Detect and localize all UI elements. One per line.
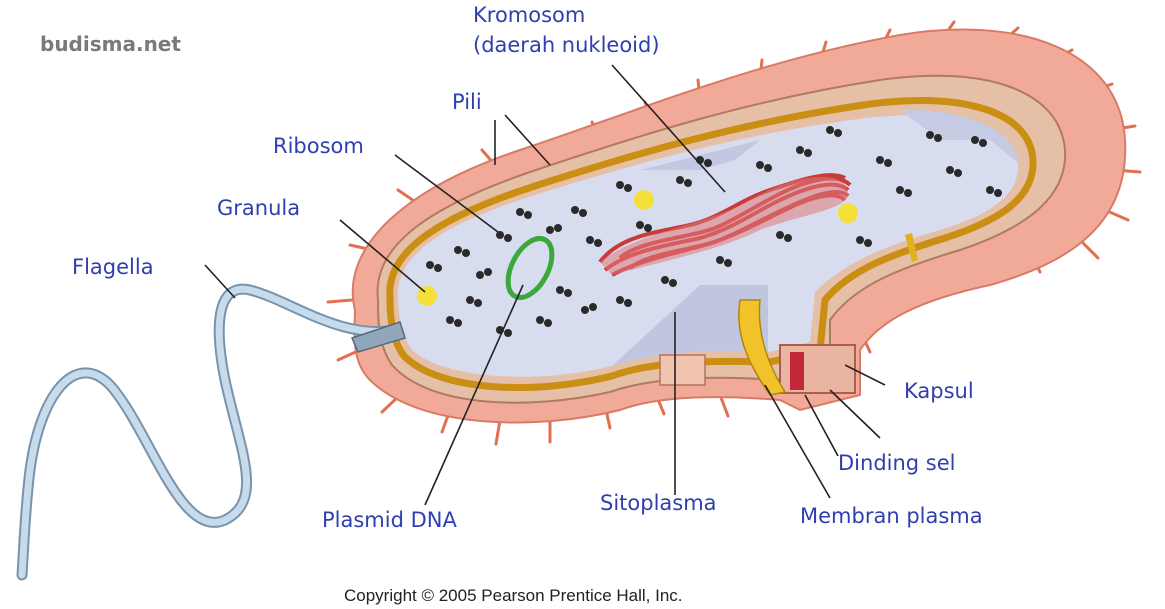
granule-dot — [417, 286, 437, 306]
watermark: budisma.net — [40, 32, 181, 56]
capsule-cross-section — [660, 355, 705, 385]
label-kapsul: Kapsul — [904, 381, 974, 402]
label-plasmid-dna: Plasmid DNA — [322, 510, 457, 531]
granule-dot — [838, 203, 858, 223]
granule-dot — [634, 190, 654, 210]
label-flagella: Flagella — [72, 257, 154, 278]
flagellum-highlight — [22, 289, 395, 575]
label-sitoplasma: Sitoplasma — [600, 493, 717, 514]
wall-stripe — [790, 352, 804, 390]
label-pili: Pili — [452, 92, 482, 113]
label-ribosom: Ribosom — [273, 136, 364, 157]
copyright-text: Copyright © 2005 Pearson Prentice Hall, … — [344, 586, 683, 606]
label-dinding-sel: Dinding sel — [838, 453, 956, 474]
flagellum — [22, 289, 395, 575]
label-daerah-nukleoid: (daerah nukleoid) — [473, 35, 660, 56]
label-membran-plasma: Membran plasma — [800, 506, 983, 527]
label-kromosom: Kromosom — [473, 5, 585, 26]
label-granula: Granula — [217, 198, 300, 219]
